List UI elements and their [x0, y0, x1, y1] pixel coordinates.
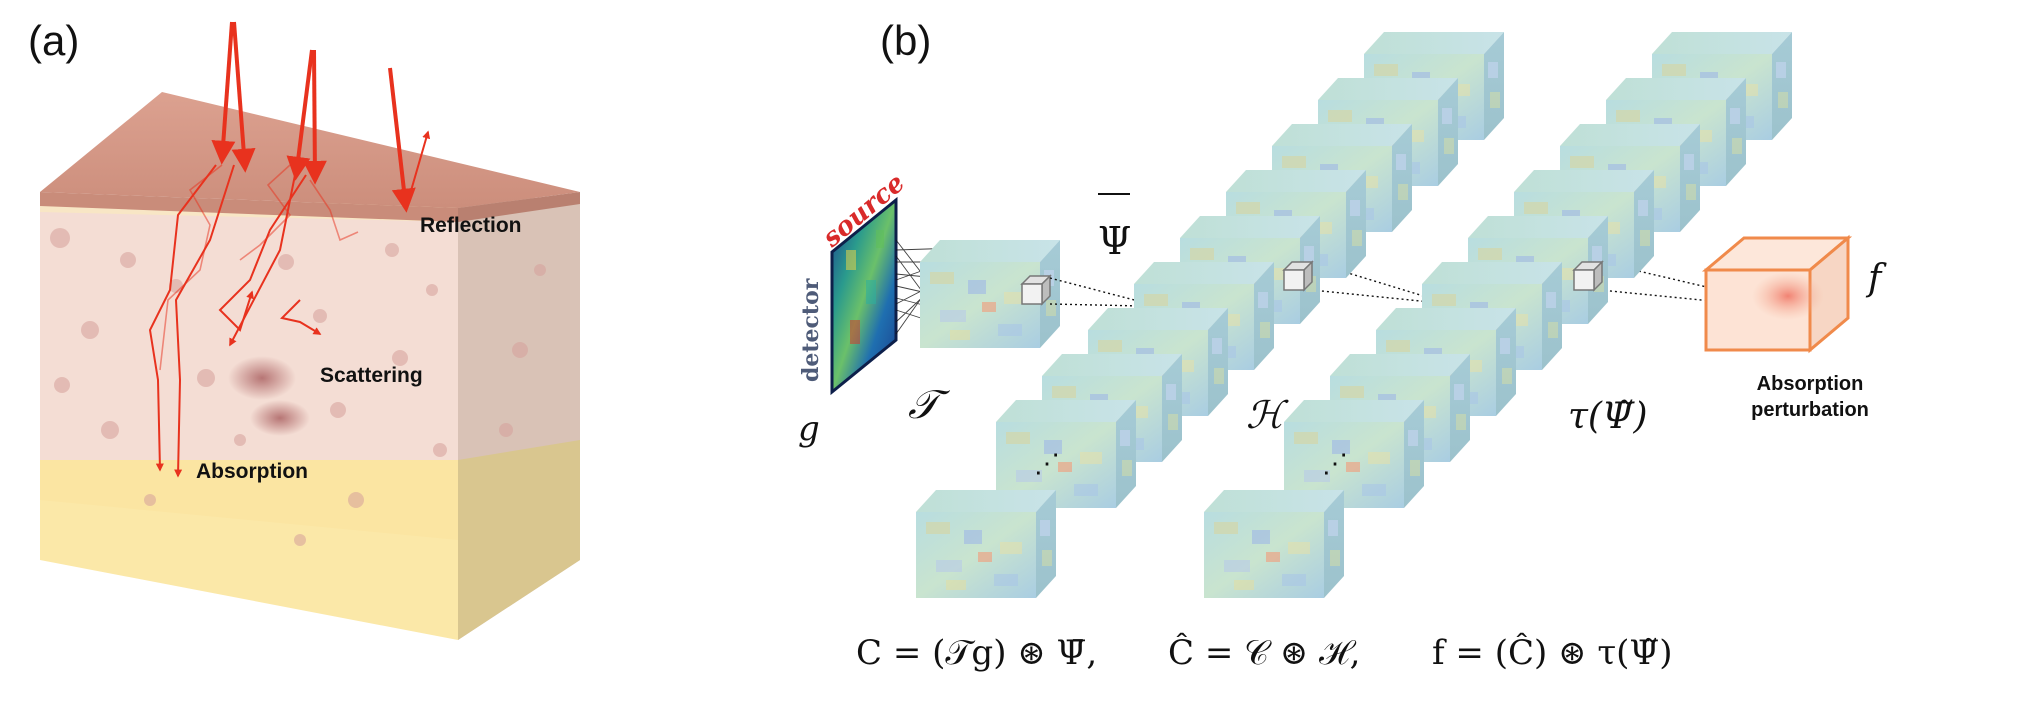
g-label: g [798, 409, 820, 449]
psi-bar-label: Ψ [1098, 219, 1131, 263]
absorption-label: Absorption [196, 460, 308, 483]
incident-light-arrows [211, 21, 416, 213]
kernel-cube-tau [1573, 261, 1603, 291]
kernel-cube-T [1021, 275, 1051, 305]
perturbation-cube [1701, 234, 1853, 354]
f-label: f [1865, 258, 1887, 299]
perturbation-label-line2: perturbation [1751, 399, 1869, 421]
equation-3: f = (Ĉ) ⊛ τ(Ψ̃) [1432, 632, 1673, 673]
psi-bar-label-group: Ψ [1098, 193, 1131, 263]
light-paths [148, 164, 322, 478]
skin-top-face [40, 92, 580, 208]
reflection-label: Reflection [420, 214, 522, 237]
kernel-cube-H [1283, 261, 1313, 291]
equation-1: C = (𝒯g) ⊛ Ψ̄, [856, 633, 1097, 673]
H-label: ℋ [1246, 393, 1289, 437]
ellipsis-tau: ⋰ [1322, 449, 1348, 479]
ellipsis-H: ⋰ [1034, 449, 1060, 479]
panel-b-label: (b) [880, 17, 931, 64]
panel-a-label: (a) [28, 17, 79, 64]
absorber-blob-2 [250, 400, 310, 436]
skin-block [40, 92, 580, 640]
detector-panel [830, 196, 898, 396]
perturbation-label-line1: Absorption [1757, 373, 1864, 395]
equation-2: Ĉ = 𝒞 ⊛ ℋ, [1168, 632, 1360, 673]
absorber-blob-1 [228, 356, 296, 400]
scattering-label: Scattering [320, 364, 423, 387]
reflected-ray [405, 130, 431, 209]
tau-label: τ(Ψ̃) [1568, 396, 1648, 437]
tissue-dots [50, 228, 546, 546]
dermis-layer [40, 196, 458, 460]
skin-side-base [458, 440, 580, 640]
T-operator-label: 𝒯 [908, 382, 951, 428]
detector-label: detector [798, 278, 824, 382]
